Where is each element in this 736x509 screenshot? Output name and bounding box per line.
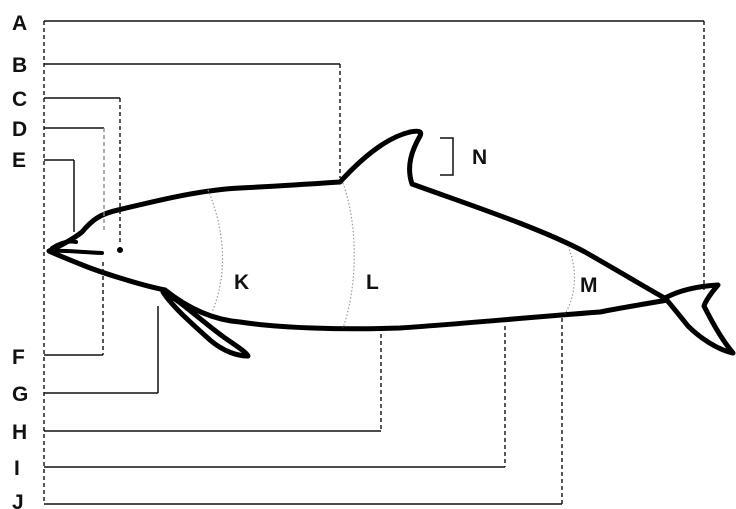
label-h: H [12,421,27,444]
label-e: E [12,149,26,172]
label-g: G [12,383,28,406]
label-c: C [12,88,27,111]
label-d: D [12,118,27,141]
rostrum-lower [50,239,78,250]
label-f: F [12,346,25,369]
label-j: J [12,491,24,509]
label-l: L [366,271,379,294]
dolphin-body [46,128,671,332]
label-i: I [14,457,20,480]
measurement-lines [43,20,705,505]
dolphin-outline [46,128,736,359]
label-a: A [12,12,27,35]
tail-fluke [662,282,736,356]
girth-line-k [207,189,224,313]
label-b: B [12,54,27,77]
girth-lines [207,182,576,329]
bracket-n [440,137,454,176]
mouth-line [47,248,104,255]
pectoral-flipper [160,289,251,359]
girth-line-m [564,245,576,315]
label-k: K [234,271,249,294]
label-n: N [472,146,487,169]
label-m: M [580,274,598,297]
eye [117,247,123,253]
labels: A B C D E F G H I J K L M N [12,12,598,509]
